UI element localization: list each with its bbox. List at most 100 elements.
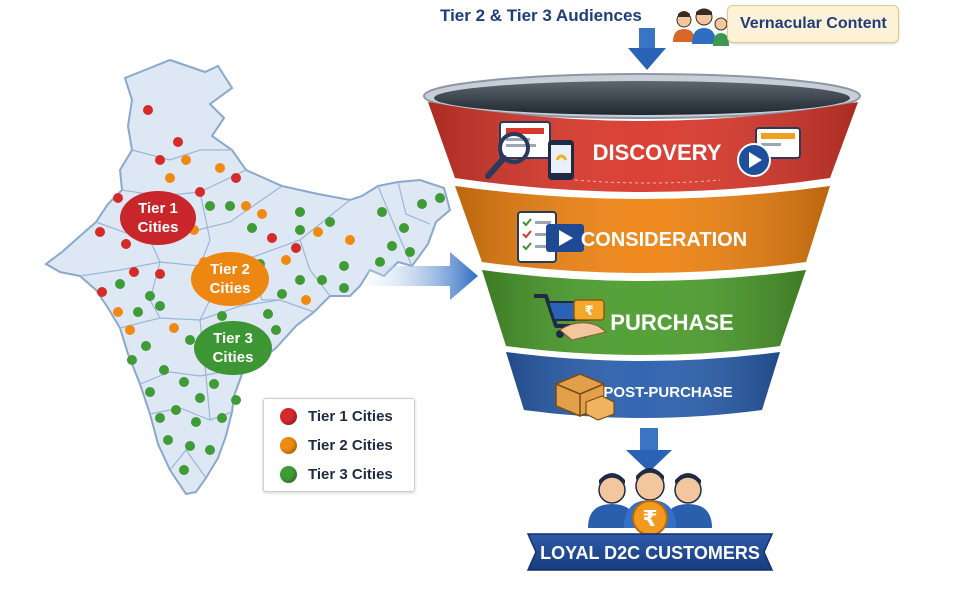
tier3-city-dot: [417, 199, 427, 209]
legend-item-tier2: Tier 2 Cities: [280, 433, 393, 457]
tier3-city-dot: [295, 207, 305, 217]
audience-people-icon: [673, 8, 729, 46]
tier1-city-dot: [195, 187, 205, 197]
tier2-city-dot: [313, 227, 323, 237]
tier3-city-dot: [205, 201, 215, 211]
tier3-city-dot: [295, 225, 305, 235]
tier2-city-dot: [169, 323, 179, 333]
video-screen-icon: [737, 127, 801, 177]
audience-down-arrow: [628, 28, 666, 70]
tier1-region-badge: Tier 1 Cities: [120, 191, 196, 245]
tier3-city-dot: [377, 207, 387, 217]
tier2-city-dot: [257, 209, 267, 219]
tier3-city-dot: [191, 417, 201, 427]
cart-payment-icon: ₹: [534, 294, 608, 341]
checklist-video-icon: [517, 211, 584, 263]
stage-label-post-purchase: POST-PURCHASE: [603, 384, 732, 401]
tier2-region-badge: Tier 2 Cities: [191, 252, 269, 306]
tier2-city-dot: [113, 307, 123, 317]
tier3-region-line2: Cities: [213, 349, 254, 366]
tier3-city-dot: [231, 395, 241, 405]
tier1-city-dot: [97, 287, 107, 297]
audiences-label: Tier 2 & Tier 3 Audiences: [440, 6, 642, 25]
tier3-city-dot: [159, 365, 169, 375]
tier3-city-dot: [339, 283, 349, 293]
tier2-city-dot: [301, 295, 311, 305]
tier1-city-dot: [291, 243, 301, 253]
tier3-city-dot: [225, 201, 235, 211]
tier3-city-dot: [185, 441, 195, 451]
currency-coin: ₹: [632, 500, 668, 536]
legend-label-tier3: Tier 3 Cities: [308, 465, 393, 483]
magnifier-phone-icon: [485, 121, 574, 180]
tier3-city-dot: [387, 241, 397, 251]
tier3-city-dot: [195, 393, 205, 403]
tier3-city-dot: [171, 405, 181, 415]
tier1-region-line2: Cities: [138, 219, 179, 236]
tier3-region-line1: Tier 3: [213, 330, 253, 347]
tier1-city-dot: [267, 233, 277, 243]
loyal-customers-banner: LOYAL D2C CUSTOMERS: [526, 533, 774, 571]
tier2-city-dot: [181, 155, 191, 165]
tier3-city-dot: [209, 379, 219, 389]
tier2-region-line1: Tier 2: [210, 261, 250, 278]
cart-currency-symbol: ₹: [584, 303, 593, 318]
tier2-region-line2: Cities: [210, 280, 251, 297]
legend-item-tier3: Tier 3 Cities: [280, 462, 393, 486]
tier3-city-dot: [295, 275, 305, 285]
tier3-city-dot: [179, 377, 189, 387]
coin-currency-symbol: ₹: [642, 506, 657, 531]
tier3-city-dot: [217, 311, 227, 321]
tier1-city-dot: [173, 137, 183, 147]
tier1-city-dot: [121, 239, 131, 249]
tier3-city-dot: [179, 465, 189, 475]
tier3-city-dot: [155, 413, 165, 423]
tier3-city-dot: [205, 445, 215, 455]
tier2-city-dot: [125, 325, 135, 335]
tier2-city-dot: [165, 173, 175, 183]
tier2-city-dot: [241, 201, 251, 211]
tier1-city-dot: [155, 155, 165, 165]
orange-dot-icon: [280, 436, 297, 454]
vernacular-content-label: Vernacular Content: [740, 15, 887, 32]
tier3-city-dot: [145, 387, 155, 397]
tier2-city-dot: [281, 255, 291, 265]
funnel-stage-consideration: CONSIDERATION: [455, 186, 830, 273]
tier3-region-badge: Tier 3 Cities: [194, 321, 272, 375]
tier3-city-dot: [155, 301, 165, 311]
tier3-city-dot: [247, 223, 257, 233]
tier3-city-dot: [115, 279, 125, 289]
map-to-funnel-arrow: [368, 252, 478, 300]
tier1-city-dot: [129, 267, 139, 277]
tier3-city-dot: [163, 435, 173, 445]
tier3-city-dot: [127, 355, 137, 365]
tier3-city-dot: [141, 341, 151, 351]
city-dots: [95, 105, 445, 475]
tier1-city-dot: [155, 269, 165, 279]
stage-label-purchase: PURCHASE: [610, 310, 733, 335]
tier2-city-dot: [215, 163, 225, 173]
funnel-stage-post-purchase: POST-PURCHASE: [506, 352, 780, 421]
tier3-city-dot: [405, 247, 415, 257]
tier3-city-dot: [217, 413, 227, 423]
tier3-city-dot: [317, 275, 327, 285]
green-dot-icon: [280, 465, 297, 483]
tier3-city-dot: [263, 309, 273, 319]
legend-label-tier2: Tier 2 Cities: [308, 436, 393, 454]
tier-legend: Tier 1 Cities Tier 2 Cities Tier 3 Citie…: [263, 398, 415, 492]
tier3-city-dot: [375, 257, 385, 267]
stage-label-consideration: CONSIDERATION: [581, 229, 747, 251]
red-dot-icon: [280, 407, 297, 425]
legend-label-tier1: Tier 1 Cities: [308, 407, 393, 425]
tier3-city-dot: [339, 261, 349, 271]
tier3-city-dot: [185, 335, 195, 345]
tier2-city-dot: [345, 235, 355, 245]
tier3-city-dot: [325, 217, 335, 227]
tier1-city-dot: [143, 105, 153, 115]
tier3-city-dot: [133, 307, 143, 317]
tier1-city-dot: [231, 173, 241, 183]
tier1-city-dot: [113, 193, 123, 203]
loyal-customers-label: LOYAL D2C CUSTOMERS: [540, 543, 760, 563]
tier3-city-dot: [145, 291, 155, 301]
vernacular-content-bubble: Vernacular Content: [727, 5, 899, 43]
